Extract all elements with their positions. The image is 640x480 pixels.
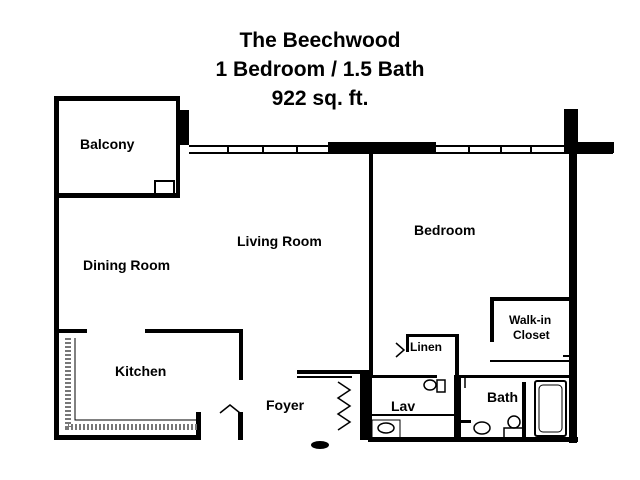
dining-room-label: Dining Room bbox=[83, 257, 171, 273]
window-divider bbox=[468, 145, 470, 154]
foyer-closet-door-swing bbox=[336, 381, 352, 431]
linen-label: Linen bbox=[410, 340, 442, 354]
plan-title: The Beechwood bbox=[239, 29, 401, 52]
kitchen-right-wall bbox=[239, 329, 243, 380]
lav-vanity-icon bbox=[371, 419, 401, 439]
plan-area: 922 sq. ft. bbox=[271, 87, 369, 110]
kitchen-counter-edge bbox=[74, 338, 198, 421]
lav-sink-icon bbox=[377, 422, 395, 434]
window-divider bbox=[296, 145, 298, 154]
top-solid-wall-segment bbox=[328, 142, 436, 153]
foyer-top-wall bbox=[297, 370, 373, 374]
kitchen-counter bbox=[65, 338, 198, 430]
kitchen-door-swing bbox=[219, 404, 241, 414]
right-exterior-wall bbox=[569, 153, 577, 443]
lav-toilet-icon bbox=[423, 379, 437, 391]
window-divider bbox=[262, 145, 264, 154]
lav-toilet-tank-icon bbox=[436, 379, 446, 393]
closet-left-wall bbox=[490, 297, 494, 342]
balcony-corner-box bbox=[154, 180, 175, 196]
kitchen-top-wall-right bbox=[145, 329, 243, 333]
left-exterior-wall bbox=[54, 198, 59, 440]
balcony-left-wall bbox=[54, 96, 59, 198]
top-right-pillar bbox=[564, 109, 578, 154]
foyer-label: Foyer bbox=[266, 397, 305, 413]
bath-toilet-icon bbox=[507, 415, 521, 429]
linen-door-swing bbox=[395, 342, 406, 358]
lav-label: Lav bbox=[391, 398, 416, 414]
closet-door-mark bbox=[563, 355, 570, 357]
balcony-top-wall bbox=[54, 96, 180, 101]
walk-in-closet-label-line1: Walk-in bbox=[509, 313, 552, 327]
closet-top-wall bbox=[490, 297, 570, 301]
window-divider bbox=[530, 145, 532, 154]
balcony-label: Balcony bbox=[80, 136, 135, 152]
plan-subtitle: 1 Bedroom / 1.5 Bath bbox=[215, 58, 425, 81]
bath-top-line bbox=[490, 360, 569, 362]
entry-door-marker bbox=[311, 441, 329, 449]
bedroom-left-wall bbox=[369, 153, 373, 378]
bottom-wall-right bbox=[368, 437, 578, 442]
window-divider bbox=[227, 145, 229, 154]
kitchen-top-wall-left bbox=[59, 329, 87, 333]
linen-left-wall bbox=[406, 334, 409, 352]
tub-divider-wall bbox=[522, 382, 526, 438]
kitchen-door-jamb bbox=[196, 412, 201, 440]
bath-top-wall bbox=[461, 375, 569, 378]
lav-top-wall bbox=[372, 375, 437, 378]
kitchen-label: Kitchen bbox=[115, 363, 167, 379]
lav-left-wall bbox=[360, 374, 372, 440]
bath-toilet-tank-icon bbox=[503, 427, 525, 439]
bath-sink-ledge bbox=[461, 420, 471, 423]
bottom-wall-left bbox=[54, 435, 200, 440]
foyer-top-wall-line bbox=[297, 376, 352, 378]
balcony-bottom-wall bbox=[54, 193, 180, 198]
lav-bath-divider bbox=[454, 375, 461, 440]
living-room-label: Living Room bbox=[237, 233, 322, 249]
balcony-right-wall bbox=[176, 96, 180, 198]
top-right-wall-stub bbox=[578, 142, 614, 153]
bedroom-label: Bedroom bbox=[414, 222, 476, 238]
linen-right-wall bbox=[455, 334, 459, 378]
walk-in-closet-label-line2: Closet bbox=[513, 328, 550, 342]
window-divider bbox=[500, 145, 502, 154]
kitchen-door-jamb bbox=[238, 412, 243, 440]
balcony-door-jamb bbox=[180, 110, 189, 145]
lav-vanity-line bbox=[372, 414, 454, 416]
bath-label: Bath bbox=[487, 389, 519, 405]
bathtub-basin-icon bbox=[538, 384, 563, 433]
linen-top-wall bbox=[406, 334, 458, 337]
bathtub-icon bbox=[534, 380, 567, 437]
bath-sink-icon bbox=[473, 421, 491, 435]
